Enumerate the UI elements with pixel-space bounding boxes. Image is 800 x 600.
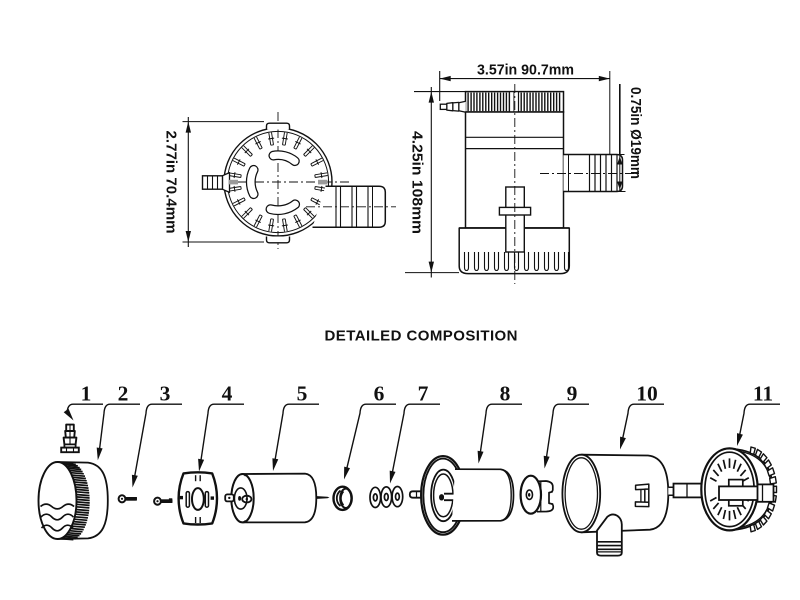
svg-text:4.25in 108mm: 4.25in 108mm [409,131,426,234]
svg-text:3.57in 90.7mm: 3.57in 90.7mm [477,62,574,79]
svg-text:DETAILED COMPOSITION: DETAILED COMPOSITION [325,328,518,345]
svg-text:4: 4 [222,382,233,406]
svg-text:11: 11 [753,382,773,406]
svg-text:3: 3 [160,382,171,406]
svg-text:8: 8 [500,382,511,406]
svg-text:9: 9 [567,382,578,406]
svg-text:6: 6 [374,382,385,406]
svg-text:1: 1 [81,382,92,406]
svg-text:2.77in 70.4mm: 2.77in 70.4mm [163,131,180,234]
svg-text:0.75in Ø19mm: 0.75in Ø19mm [627,87,644,179]
svg-text:10: 10 [636,382,658,406]
svg-text:2: 2 [118,382,129,406]
svg-text:7: 7 [418,382,429,406]
svg-text:5: 5 [297,382,308,406]
